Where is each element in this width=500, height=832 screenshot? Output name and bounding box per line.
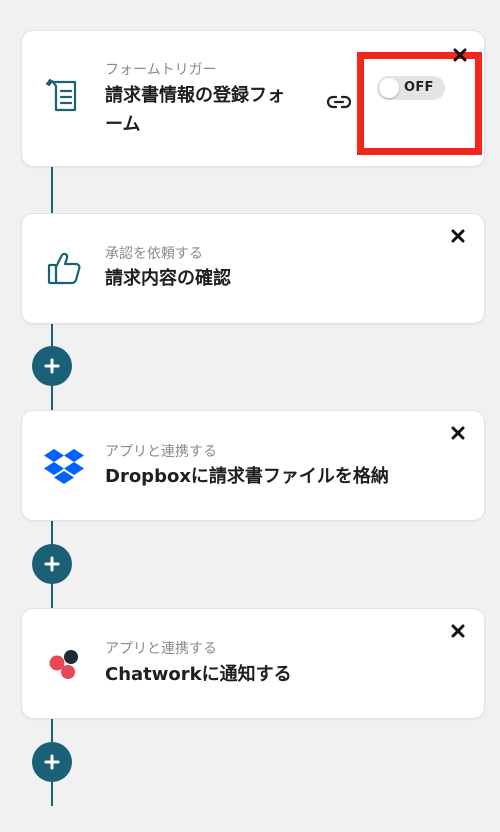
- step-title: 請求内容の確認: [105, 268, 231, 289]
- close-icon[interactable]: [450, 623, 466, 639]
- close-icon[interactable]: [452, 47, 468, 63]
- step-title-line: ーム: [105, 114, 141, 135]
- toggle-label: OFF: [404, 80, 434, 95]
- highlight-box: [357, 52, 482, 155]
- step-title-line: 請求書情報の登録フォ: [105, 85, 285, 106]
- chatwork-icon: [42, 642, 86, 686]
- step-subtitle: 承認を依頼する: [105, 246, 203, 262]
- step-title: Chatworkに通知する: [105, 664, 292, 685]
- form-icon: [42, 73, 86, 117]
- link-icon[interactable]: [326, 93, 352, 111]
- step-subtitle: フォームトリガー: [105, 62, 217, 78]
- step-title: 請求書情報の登録フォ ーム: [105, 81, 285, 139]
- step-card-form-trigger[interactable]: フォームトリガー 請求書情報の登録フォ ーム OFF: [21, 30, 485, 167]
- step-card-dropbox[interactable]: アプリと連携する Dropboxに請求書ファイルを格納: [21, 410, 485, 521]
- close-icon[interactable]: [450, 228, 466, 244]
- close-icon[interactable]: [450, 425, 466, 441]
- step-subtitle: アプリと連携する: [105, 641, 217, 657]
- dropbox-icon: [42, 445, 86, 489]
- toggle-knob: [379, 78, 399, 98]
- add-step-button[interactable]: [32, 742, 72, 782]
- step-subtitle: アプリと連携する: [105, 444, 217, 460]
- step-title: Dropboxに請求書ファイルを格納: [105, 466, 389, 487]
- step-card-chatwork[interactable]: アプリと連携する Chatworkに通知する: [21, 608, 485, 719]
- add-step-button[interactable]: [32, 346, 72, 386]
- add-step-button[interactable]: [32, 544, 72, 584]
- thumbs-up-icon: [42, 246, 86, 290]
- step-card-approval[interactable]: 承認を依頼する 請求内容の確認: [21, 213, 485, 324]
- activation-toggle[interactable]: OFF: [377, 76, 445, 100]
- connector-line: [51, 166, 53, 214]
